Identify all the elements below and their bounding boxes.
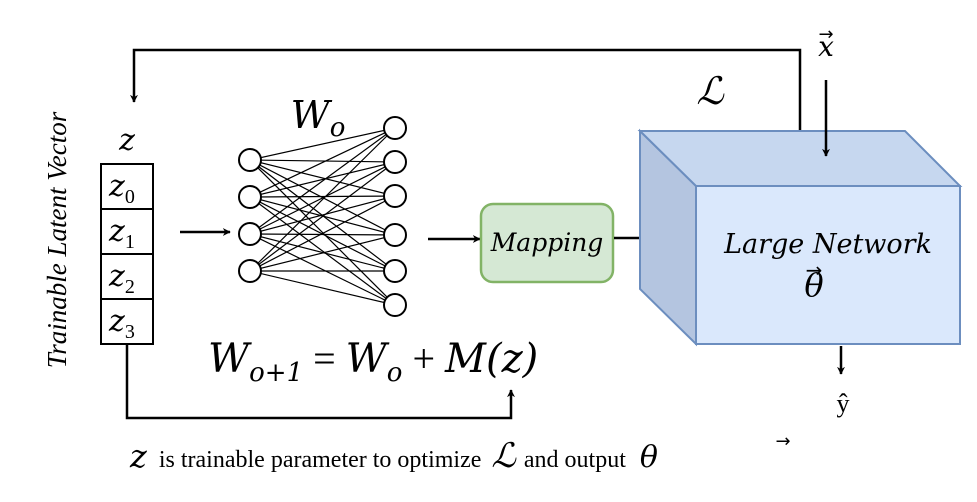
mlp-connection	[249, 127, 396, 272]
input-symbol-arrow: →	[818, 24, 833, 45]
feedback-arrow	[130, 48, 802, 157]
large-network-label: Large Network	[723, 229, 932, 260]
mlp-node	[238, 259, 262, 283]
side-label: Trainable Latent Vector	[42, 111, 72, 368]
mlp-connection	[249, 127, 396, 198]
latent-label: z	[118, 123, 135, 158]
latent-cell-label: z0	[108, 169, 135, 208]
mlp-connection	[249, 270, 396, 306]
mlp-connection	[249, 159, 396, 163]
output-symbol: ŷ	[837, 389, 850, 418]
mlp-connection	[249, 233, 396, 236]
mlp-connection	[249, 127, 396, 235]
mlp-node	[238, 222, 262, 246]
caption-theta-arrow: →	[775, 431, 790, 452]
mlp-node	[383, 150, 407, 174]
mlp-node	[383, 223, 407, 247]
loss-symbol: ℒ	[696, 69, 725, 113]
mlp-connection	[249, 161, 396, 235]
mlp-connection	[249, 159, 396, 306]
update-rule: Wo+1=Wo+M(z)	[208, 336, 538, 388]
mlp-connection	[249, 195, 396, 272]
mlp-weight-label: Wo	[291, 93, 346, 143]
large-network-front-face	[695, 185, 961, 345]
latent-to-update-arrow	[125, 344, 515, 420]
latent-cell	[100, 253, 154, 300]
mlp-node	[383, 259, 407, 283]
mlp-node	[383, 116, 407, 140]
latent-cell	[100, 208, 154, 255]
mlp-connection	[249, 196, 396, 306]
latent-cell-label: z2	[108, 259, 135, 298]
mlp-network	[238, 116, 407, 317]
large-network-top-face	[637, 130, 963, 187]
mlp-node	[238, 148, 262, 172]
mlp-connection	[249, 161, 396, 272]
mlp-connection	[249, 127, 396, 161]
mlp-node	[383, 184, 407, 208]
large-network-box	[637, 128, 963, 347]
mlp-connection	[249, 233, 396, 306]
input-symbol: x	[818, 30, 834, 63]
mlp-connection	[249, 159, 396, 197]
mapping-label: Mapping	[490, 228, 604, 257]
latent-cell-label: z1	[108, 214, 135, 253]
latent-vector: z0 z1 z2 z3	[100, 163, 154, 345]
mlp-connection	[249, 234, 396, 272]
mlp-node	[238, 185, 262, 209]
mlp-node	[383, 293, 407, 317]
mlp-connection	[249, 161, 396, 198]
large-network-param-arrow: →	[806, 258, 823, 282]
latent-cell-label: z3	[108, 304, 135, 343]
mapping-box	[479, 202, 615, 284]
large-network-param: θ	[804, 266, 823, 304]
mlp-connection	[249, 195, 396, 198]
mlp-connection	[249, 195, 396, 235]
